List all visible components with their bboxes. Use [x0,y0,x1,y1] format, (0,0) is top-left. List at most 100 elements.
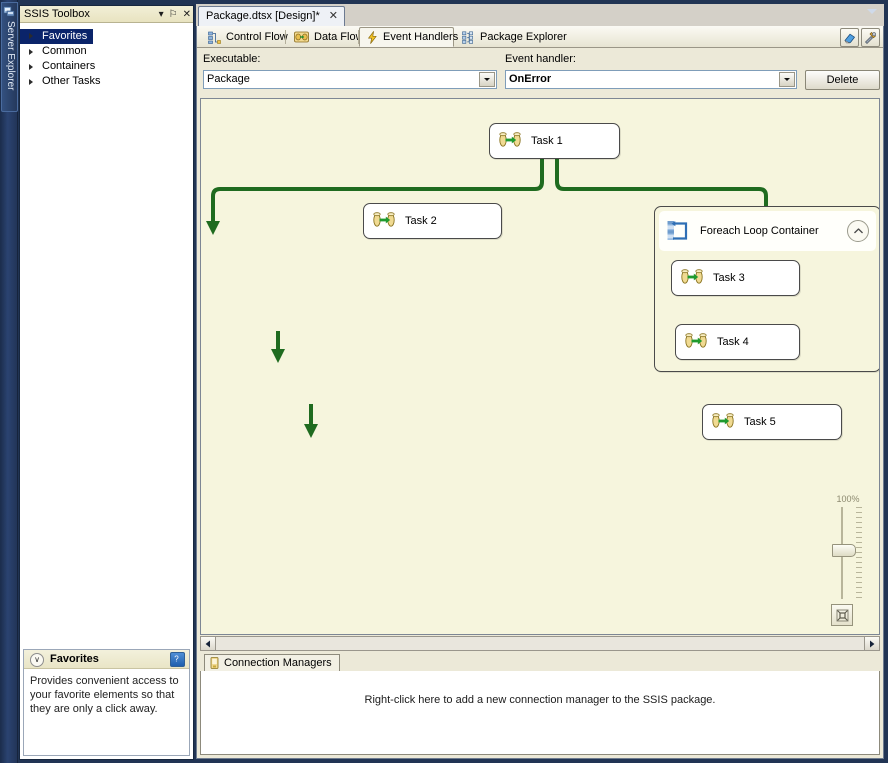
connection-managers-tab-bar: Connection Managers [200,654,880,672]
data-flow-task-icon [681,269,703,287]
sidebar-item-server-explorer[interactable]: Server Explorer [1,2,18,112]
chevron-right-icon[interactable] [29,64,33,70]
arrowhead-task4 [271,349,285,363]
chevron-down-icon[interactable] [867,9,877,14]
toolbox-group-row: Favorites [20,29,193,44]
toolbox-item-favorites[interactable]: Favorites [20,29,94,44]
collapse-icon[interactable]: ∨ [30,653,44,667]
tab-connection-managers[interactable]: Connection Managers [204,654,340,671]
event-handlers-icon [367,30,378,44]
chevron-down-icon[interactable] [779,72,795,87]
toolbox-title: SSIS Toolbox [24,8,90,20]
package-explorer-icon [462,31,475,44]
canvas-node-task5[interactable]: Task 5 [702,404,842,440]
tab-label: Event Handlers [383,31,459,43]
designer-tab-bar-buttons [840,27,880,47]
event-handler-selector-bar: Executable: Package Event handler: OnErr… [197,48,883,96]
data-flow-task-icon [373,212,395,230]
document-area: Package.dtsx [Design]* ✕ [196,4,884,759]
delete-button[interactable]: Delete [805,70,880,90]
zoom-percent-label: 100% [836,494,860,504]
toolbox-tree: Favorites Common Containers Other Tasks [20,24,193,644]
tab-event-handlers[interactable]: Event Handlers [359,27,458,47]
arrowhead-task5 [304,424,318,438]
canvas-node-label: Task 2 [405,215,437,227]
package-designer: Control Flow Data Flow [196,26,884,759]
toolbox-description-panel: ∨ Favorites ? Provides convenient access… [23,649,190,756]
server-explorer-icon [3,6,15,17]
canvas-node-label: Task 3 [713,272,745,284]
canvas-surface[interactable]: Task 1 [201,99,879,634]
tab-label: Connection Managers [224,657,332,669]
zoom-control[interactable]: 100% [825,494,871,626]
zoom-slider-thumb[interactable] [832,544,856,557]
container-label: Foreach Loop Container [700,225,819,237]
canvas-node-label: Task 5 [744,416,776,428]
toolbox-item-other-tasks[interactable]: Other Tasks [20,75,101,87]
arrowhead-task2 [206,221,220,235]
toolbox-group-row: Containers [20,59,193,74]
tab-label: Control Flow [226,31,288,43]
canvas-node-task2[interactable]: Task 2 [363,203,502,239]
ssis-toolbox-panel: SSIS Toolbox ▾ ⚐ ✕ Favorites Common [19,5,194,760]
close-icon[interactable]: ✕ [328,10,338,22]
event-handler-combobox[interactable]: OnError [505,70,797,89]
eraser-icon[interactable] [840,27,859,47]
data-flow-task-icon [499,132,521,150]
help-icon[interactable]: ? [170,652,185,667]
toolbox-item-containers[interactable]: Containers [20,60,95,72]
left-dock-strip: Server Explorer [0,0,18,763]
zoom-slider-ticks [856,507,862,599]
toolbox-item-label: Other Tasks [42,75,101,87]
designer-tab-bar: Control Flow Data Flow [197,26,883,48]
foreach-loop-icon [667,220,689,242]
executable-combobox[interactable]: Package [203,70,497,89]
scrollbar-trough[interactable] [216,637,864,650]
arrow-left-icon[interactable] [201,637,216,650]
event-handler-canvas[interactable]: Task 1 [200,98,880,635]
collapse-icon[interactable] [847,220,869,242]
toolbox-group-row: Common [20,44,193,59]
document-tab-package-dtsx[interactable]: Package.dtsx [Design]* ✕ [198,6,345,26]
canvas-node-label: Task 1 [531,135,563,147]
data-flow-icon [294,31,309,43]
hammer-wrench-icon[interactable] [861,27,880,47]
connection-manager-icon [210,657,219,669]
tab-label: Package Explorer [480,31,567,43]
document-tab-label: Package.dtsx [Design]* [206,10,320,22]
connector-task1-loop [555,159,768,221]
chevron-right-icon[interactable] [29,33,33,39]
tab-package-explorer[interactable]: Package Explorer [455,27,567,47]
connection-managers-panel: Connection Managers Right-click here to … [200,654,880,755]
close-icon[interactable]: ✕ [182,8,191,20]
toolbox-description-text: Provides convenient access to your favor… [30,675,179,715]
canvas-node-task1[interactable]: Task 1 [489,123,620,159]
event-handler-label: Event handler: [505,53,576,65]
tab-data-flow[interactable]: Data Flow [287,27,364,47]
toolbox-item-common[interactable]: Common [20,45,87,57]
canvas-horizontal-scrollbar[interactable] [200,636,880,651]
chevron-right-icon[interactable] [29,49,33,55]
chevron-right-icon[interactable] [29,79,33,85]
canvas-node-task4[interactable]: Task 4 [675,324,800,360]
server-explorer-label: Server Explorer [5,21,16,91]
data-flow-task-icon [712,413,734,431]
chevron-down-icon[interactable] [479,72,495,87]
executable-label: Executable: [203,53,261,65]
toolbox-description-title: Favorites [50,653,99,665]
canvas-node-task3[interactable]: Task 3 [671,260,800,296]
tab-label: Data Flow [314,31,364,43]
tab-control-flow[interactable]: Control Flow [201,27,288,47]
container-header[interactable]: Foreach Loop Container [659,211,876,251]
fit-to-window-icon[interactable] [831,604,853,626]
connection-managers-body[interactable]: Right-click here to add a new connection… [200,671,880,755]
connection-managers-empty-message: Right-click here to add a new connection… [364,693,716,706]
pin-icon[interactable]: ⚐ [168,8,178,20]
toolbox-group-row: Other Tasks [20,74,193,89]
toolbox-item-label: Common [42,45,87,57]
chevron-down-icon[interactable]: ▾ [158,8,164,20]
connector-task1-task2 [211,159,544,221]
arrow-right-icon[interactable] [864,637,879,650]
canvas-node-foreach-loop-container[interactable]: Foreach Loop Container [654,206,879,372]
